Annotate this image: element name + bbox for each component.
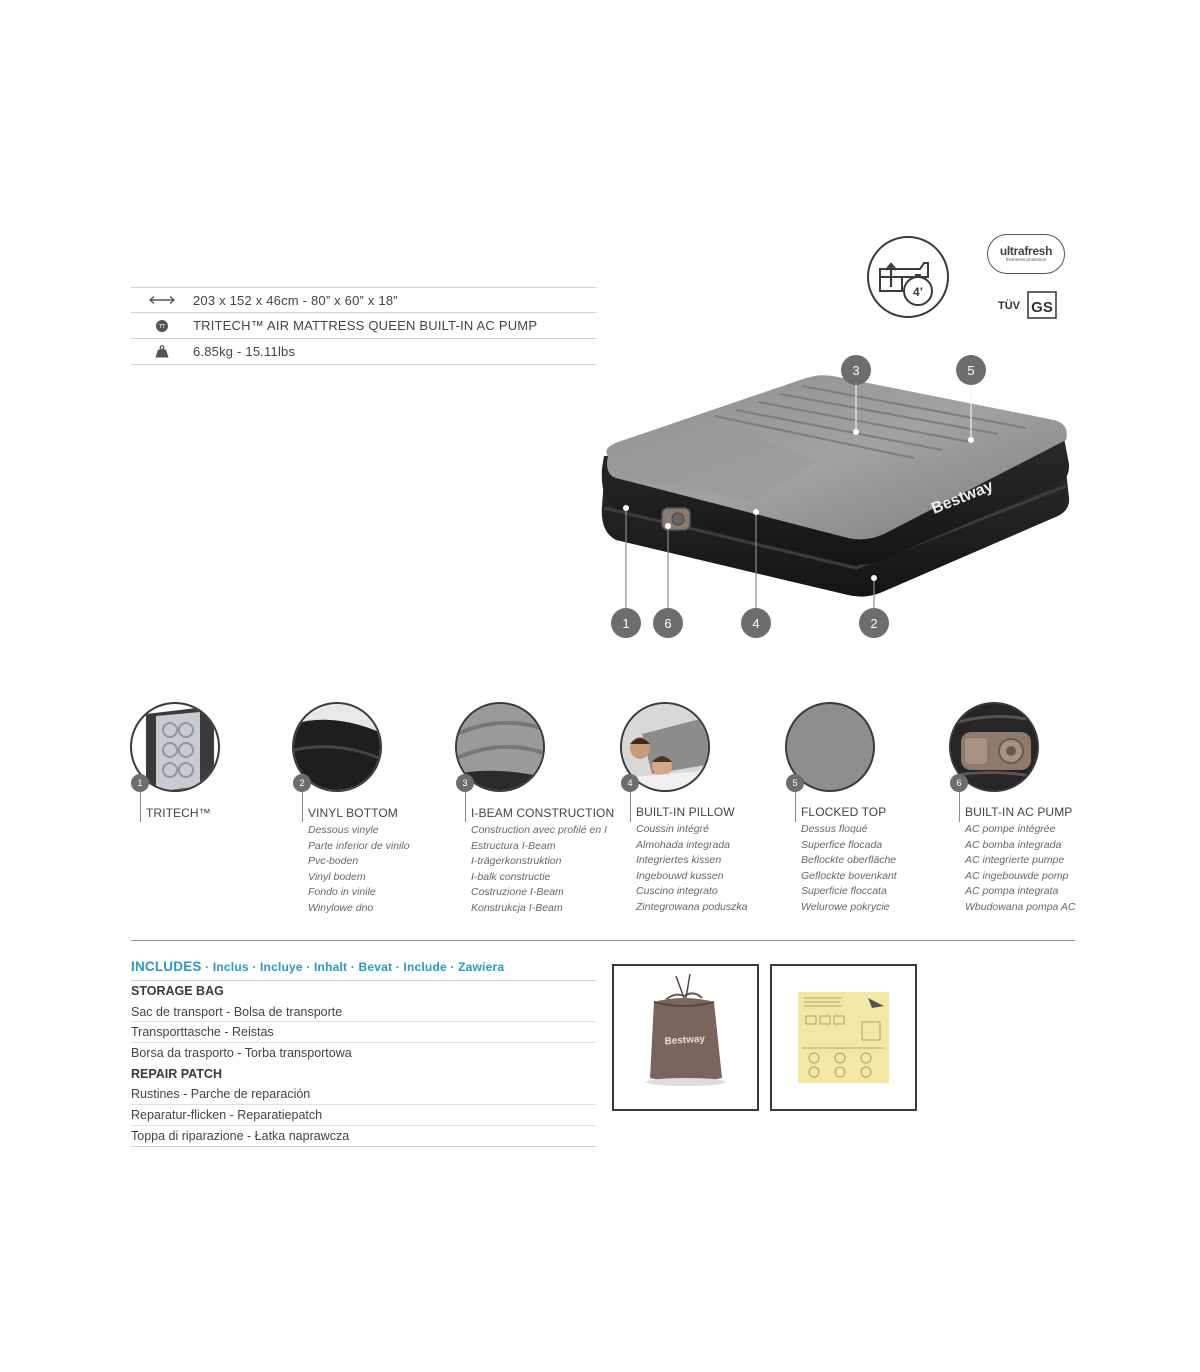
feature-translation: Beflockte oberfläche [801,854,897,867]
feature-translation: Pvc-boden [308,855,359,868]
tuv-gs-icon: TÜV GS [994,291,1057,319]
feature-translations: AC pompe intégrée AC bomba integrada AC … [965,822,1076,916]
feature-translation: Construction avec profilé en I [471,824,607,836]
feature-translation: Parte inferior de vinilo [308,839,410,852]
feature-translation: AC pompe intégrée [965,823,1056,835]
feature-translation: Dessous vinyle [308,824,379,836]
feature-translation: AC ingebouwde pomp [965,869,1069,882]
feature-title: TRITECH™ [146,806,211,820]
spec-dimensions: 203 x 152 x 46cm - 80” x 60” x 18” [193,292,398,308]
callout-1: 1 [611,608,641,638]
feature-translation: Wbudowana pompa AC [965,900,1076,913]
inflation-timer-icon: 4’ [867,236,949,318]
feature-translations: Construction avec profilé en I Estructur… [471,823,607,917]
includes-row: Rustines - Parche de reparación [131,1084,596,1106]
feature-translation: Superficie floccata [801,885,887,898]
includes-row: REPAIR PATCH [131,1067,222,1082]
ultrafresh-badge: ultrafresh freshness protection [987,234,1065,274]
feature-translation: Ingebouwd kussen [636,869,724,882]
tuv-label: TÜV [998,299,1021,312]
includes-row: Toppa di riparazione - Łatka naprawcza [131,1126,596,1147]
feature-leader-line [630,792,631,822]
feature-translation: Winylowe dno [308,901,374,914]
feature-translation: Vinyl bodem [308,870,366,883]
feature-title: FLOCKED TOP [801,805,887,819]
feature-translation: Geflockte bovenkant [801,869,897,882]
feature-number: 4 [621,774,639,792]
feature-number: 1 [131,774,149,792]
feature-number: 3 [456,774,474,792]
includes-heading: INCLUDES · Inclus · Incluye · Inhalt · B… [131,959,596,981]
includes-title: INCLUDES [131,959,202,974]
spec-model: TRITECH™ AIR MATTRESS QUEEN BUILT-IN AC … [193,318,538,333]
feature-number: 6 [950,774,968,792]
feature-leader-line [465,792,466,822]
feature-translation: Estructura I-Beam [471,839,556,852]
feature-number: 2 [293,774,311,792]
inflation-timer-badge: 4’ [866,235,952,326]
spec-table: 203 x 152 x 46cm - 80” x 60” x 18” TT TR… [131,287,596,365]
feature-title: I-BEAM CONSTRUCTION [471,806,615,820]
feature-translation: Coussin intégré [636,823,709,835]
feature-title: VINYL BOTTOM [308,806,398,820]
storage-bag-image: Bestway [612,964,759,1111]
gs-label: GS [1031,299,1053,316]
feature-title: BUILT-IN AC PUMP [965,805,1073,819]
spec-row-dimensions: 203 x 152 x 46cm - 80” x 60” x 18” [131,287,596,313]
feature-translation: AC bomba integrada [965,838,1062,851]
feature-title: BUILT-IN PILLOW [636,805,735,819]
spec-weight: 6.85kg - 15.11lbs [193,344,296,359]
mattress-illustration: Bestway 3 5 1 6 4 2 [596,350,1076,655]
ultrafresh-title: ultrafresh [999,244,1053,259]
feature-number: 5 [786,774,804,792]
includes-row: Borsa da trasporto - Torba transportowa [131,1046,352,1061]
feature-translation: Cuscino integrato [636,885,718,898]
callout-5: 5 [956,355,986,385]
feature-leader-line [795,792,796,822]
repair-patch-image [770,964,917,1111]
feature-translation: Dessus floqué [801,823,868,835]
callout-2: 2 [859,608,889,638]
feature-translation: Konstrukcja I-Beam [471,901,563,914]
feature-translations: Dessous vinyle Parte inferior de vinilo … [308,823,410,917]
feature-translation: I-balk constructie [471,870,551,883]
includes-row: Transporttasche - Reistas [131,1022,596,1044]
svg-text:TT: TT [158,324,166,330]
tritech-icon: TT [131,319,193,333]
feature-translation: Costruzione I-Beam [471,886,564,899]
section-divider [131,940,1075,941]
includes-row: Reparatur-flicken - Reparatiepatch [131,1105,596,1126]
callout-6: 6 [653,608,683,638]
feature-translation: Welurowe pokrycie [801,900,890,913]
includes-languages: · Inclus · Incluye · Inhalt · Bevat · In… [201,960,505,974]
feature-leader-line [959,792,960,822]
spec-row-model: TT TRITECH™ AIR MATTRESS QUEEN BUILT-IN … [131,313,596,339]
weight-icon [131,345,193,358]
feature-translation: I-trägerkonstruktion [471,855,562,868]
includes-section: INCLUDES · Inclus · Incluye · Inhalt · B… [131,959,596,1147]
feature-translation: Zintegrowana poduszka [636,900,748,913]
includes-row: STORAGE BAG [131,984,224,999]
feature-built-in-ac-pump-image [949,702,1039,792]
feature-leader-line [302,792,303,822]
ultrafresh-subtitle: freshness protection [1005,257,1047,263]
spec-row-weight: 6.85kg - 15.11lbs [131,339,596,365]
certification-badges: TÜV GS [994,290,1058,325]
air-mattress-image: Bestway [601,375,1070,608]
feature-translations: Coussin intégré Almohada integrada Integ… [636,822,748,916]
callout-4: 4 [741,608,771,638]
timer-label: 4’ [913,285,923,299]
callout-3: 3 [841,355,871,385]
feature-translation: Almohada integrada [636,838,730,851]
feature-translation: Superfice flocada [801,838,883,851]
includes-row: Sac de transport - Bolsa de transporte [131,1002,596,1023]
dimensions-arrow-icon [131,295,193,305]
feature-leader-line [140,792,141,822]
feature-translation: AC integrierte pumpe [965,854,1065,867]
feature-translations: Dessus floqué Superfice flocada Beflockt… [801,822,897,916]
storage-bag-brand: Bestway [664,1034,706,1048]
feature-translation: Fondo in vinile [308,886,376,899]
feature-translation: Integriertes kissen [636,854,722,867]
feature-translation: AC pompa integrata [965,885,1059,898]
